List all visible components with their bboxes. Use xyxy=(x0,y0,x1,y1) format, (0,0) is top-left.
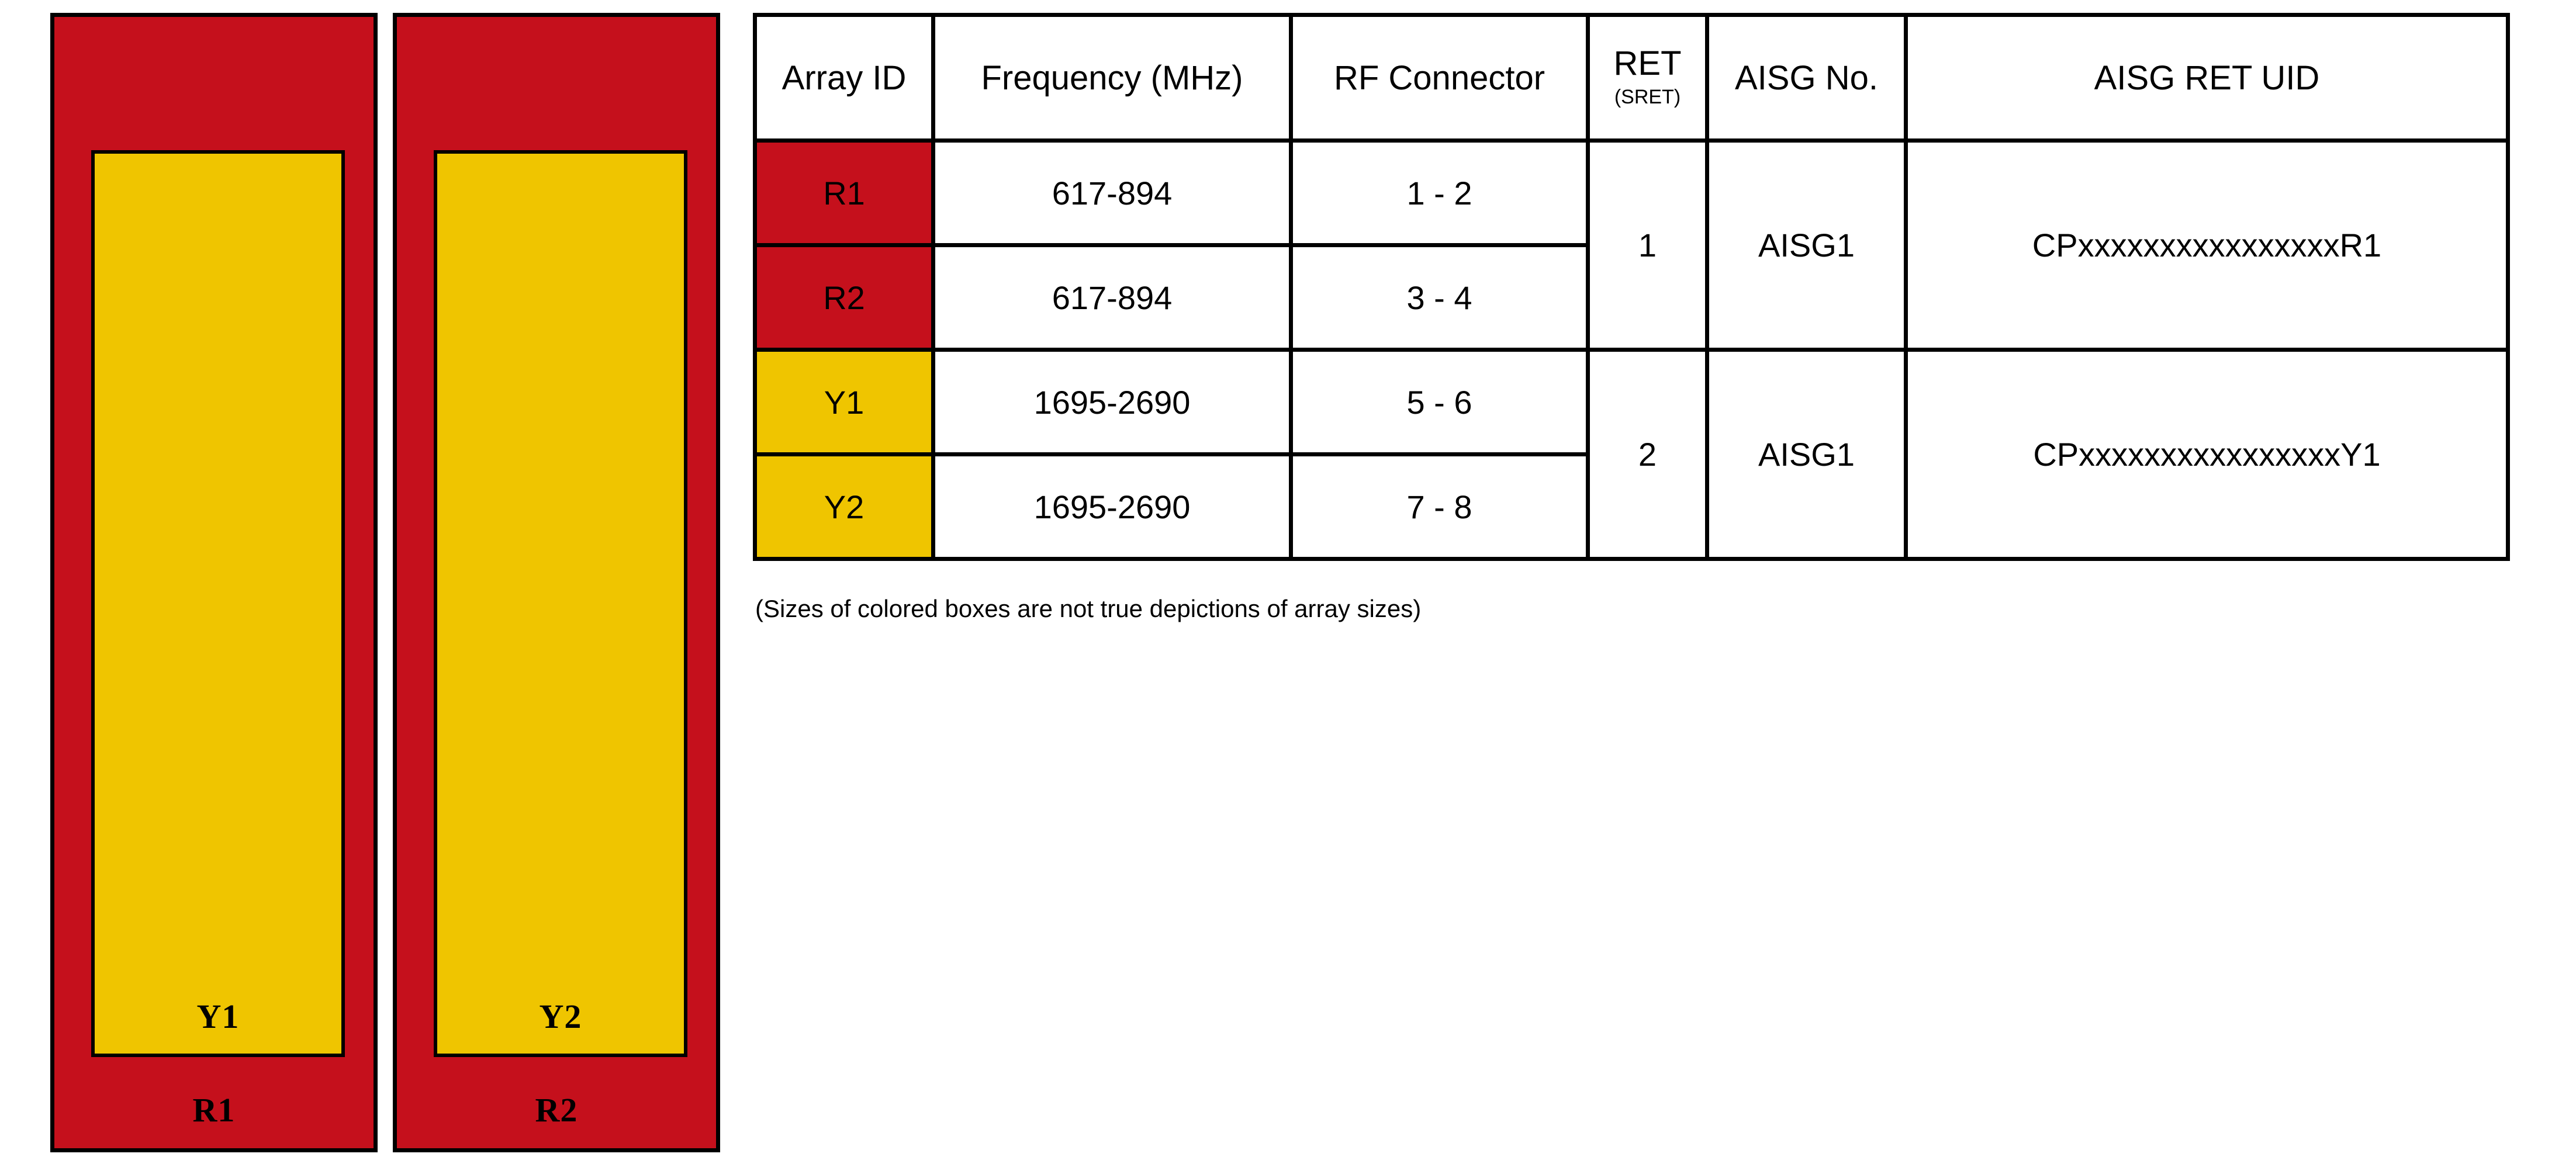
cell-aisg-ret-uid: CPxxxxxxxxxxxxxxxxY1 xyxy=(1904,348,2510,561)
column-header-ret-main: RET xyxy=(1613,44,1682,83)
column-header-frequency: Frequency (MHz) xyxy=(931,13,1293,143)
column-header-rf-connector: RF Connector xyxy=(1289,13,1590,143)
cell-rf-connector: 1 - 2 xyxy=(1289,138,1590,247)
table-row: R2 617-894 3 - 4 xyxy=(753,243,2508,352)
column-header-aisg-no: AISG No. xyxy=(1705,13,1908,143)
cell-array-id: Y2 xyxy=(753,452,935,561)
table-row: R1 617-894 1 - 2 1 AISG1 CPxxxxxxxxxxxxx… xyxy=(753,138,2510,352)
array-box-y2-label: Y2 xyxy=(539,997,582,1035)
column-header-ret: RET (SRET) xyxy=(1586,13,1709,143)
table-row: Y2 1695-2690 7 - 8 xyxy=(753,452,2508,561)
cell-aisg-ret-uid: CPxxxxxxxxxxxxxxxxR1 xyxy=(1904,138,2510,352)
array-box-r2: Y2 R2 xyxy=(393,13,720,1152)
array-box-r2-label: R2 xyxy=(535,1091,578,1129)
diagram-note: (Sizes of colored boxes are not true dep… xyxy=(755,595,1422,622)
array-box-r1: Y1 R1 xyxy=(50,13,378,1152)
array-box-r1-label: R1 xyxy=(192,1091,236,1129)
array-box-y1-label: Y1 xyxy=(196,997,240,1035)
cell-frequency: 617-894 xyxy=(931,243,1293,352)
table-header: Array ID Frequency (MHz) RF Connector RE… xyxy=(753,13,2510,143)
array-box-y1: Y1 xyxy=(91,150,345,1057)
cell-array-id: R1 xyxy=(753,138,935,247)
cell-frequency: 1695-2690 xyxy=(931,348,1293,456)
cell-array-id: R2 xyxy=(753,243,935,352)
cell-aisg-no: AISG1 xyxy=(1705,138,1908,352)
cell-rf-connector: 7 - 8 xyxy=(1289,452,1590,561)
cell-array-id: Y1 xyxy=(753,348,935,456)
column-header-aisg-ret-uid: AISG RET UID xyxy=(1904,13,2510,143)
array-box-y2: Y2 xyxy=(434,150,687,1057)
cell-frequency: 617-894 xyxy=(931,138,1293,247)
cell-rf-connector: 5 - 6 xyxy=(1289,348,1590,456)
array-spec-table-container: Array ID Frequency (MHz) RF Connector RE… xyxy=(753,13,2510,561)
table-row: Y1 1695-2690 5 - 6 2 AISG1 CPxxxxxxxxxxx… xyxy=(753,348,2510,561)
cell-ret: 2 xyxy=(1586,348,1709,561)
column-header-array-id: Array ID xyxy=(753,13,935,143)
table-header-row: Array ID Frequency (MHz) RF Connector RE… xyxy=(753,13,2510,143)
cell-rf-connector: 3 - 4 xyxy=(1289,243,1590,352)
cell-ret: 1 xyxy=(1586,138,1709,352)
column-header-ret-sub: (SRET) xyxy=(1614,86,1681,109)
cell-aisg-no: AISG1 xyxy=(1705,348,1908,561)
table-body: R1 617-894 1 - 2 1 AISG1 CPxxxxxxxxxxxxx… xyxy=(753,138,2510,561)
array-spec-table: Array ID Frequency (MHz) RF Connector RE… xyxy=(753,13,2510,561)
cell-frequency: 1695-2690 xyxy=(931,452,1293,561)
array-diagram: Y1 R1 Y2 R2 xyxy=(0,0,742,1164)
